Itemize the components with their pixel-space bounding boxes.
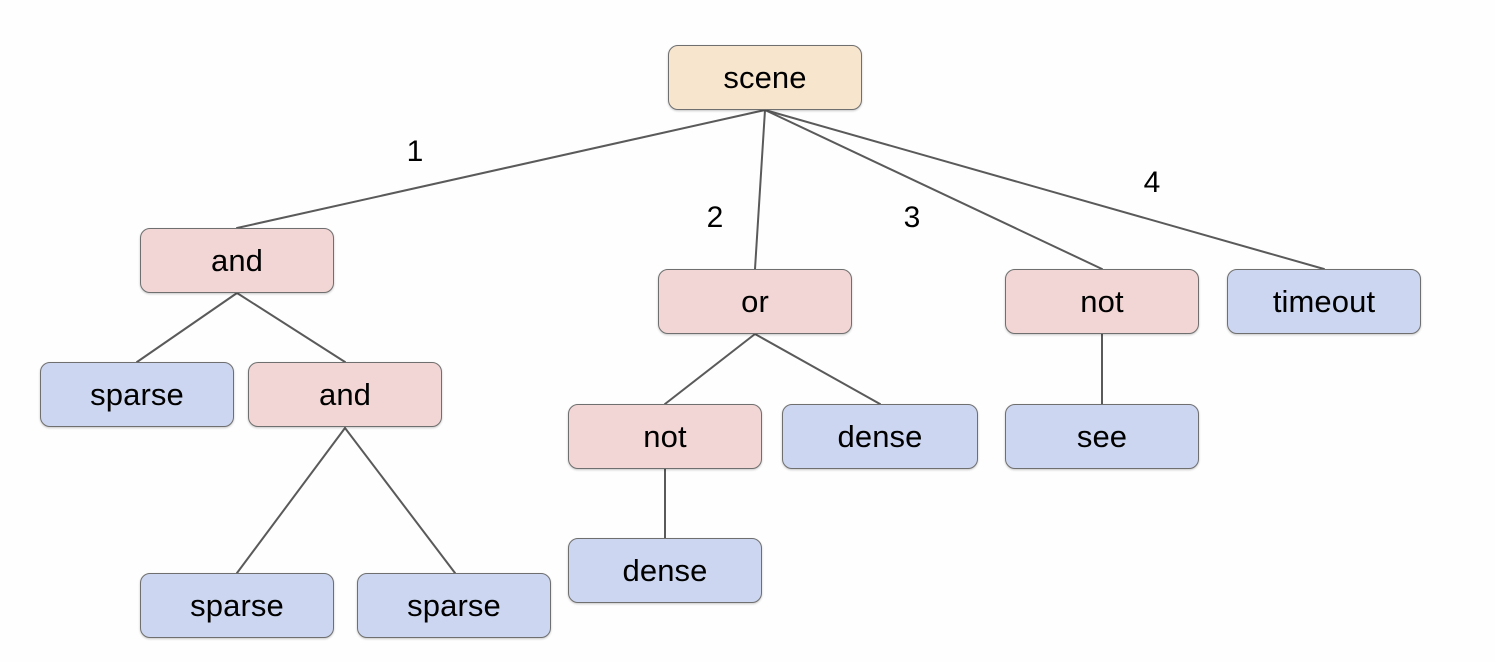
tree-node-sparse3[interactable]: sparse <box>357 573 551 638</box>
tree-node-label: timeout <box>1272 283 1376 319</box>
tree-edge-or1-to-not2 <box>664 333 756 405</box>
tree-node-label: not <box>1080 283 1124 319</box>
tree-node-label: sparse <box>90 376 184 412</box>
tree-node-label: not <box>643 418 687 454</box>
tree-node-not1[interactable]: not <box>1005 269 1199 334</box>
tree-edge-scene-to-or1 <box>754 109 766 270</box>
tree-edge-and2-to-sparse2 <box>236 427 346 574</box>
tree-node-timeout1[interactable]: timeout <box>1227 269 1421 334</box>
tree-node-dense2[interactable]: dense <box>568 538 762 603</box>
tree-edge-scene-to-timeout1 <box>764 109 1325 270</box>
tree-node-label: and <box>210 242 264 278</box>
tree-node-label: and <box>318 376 372 412</box>
tree-node-sparse2[interactable]: sparse <box>140 573 334 638</box>
tree-node-label: dense <box>622 552 708 588</box>
edge-label-4: 4 <box>1143 166 1161 199</box>
tree-node-label: sparse <box>190 587 284 623</box>
tree-node-sparse1[interactable]: sparse <box>40 362 234 427</box>
tree-node-and1[interactable]: and <box>140 228 334 293</box>
tree-node-see1[interactable]: see <box>1005 404 1199 469</box>
tree-edge-scene-to-not1 <box>764 109 1103 270</box>
edge-label-3: 3 <box>903 201 921 234</box>
tree-node-scene[interactable]: scene <box>668 45 862 110</box>
tree-node-dense1[interactable]: dense <box>782 404 978 469</box>
tree-node-or1[interactable]: or <box>658 269 852 334</box>
edge-label-2: 2 <box>706 201 724 234</box>
tree-node-label: or <box>741 283 769 319</box>
tree-edge-and2-to-sparse3 <box>344 427 456 574</box>
tree-edge-scene-to-and1 <box>236 109 766 229</box>
edge-label-1: 1 <box>406 135 424 168</box>
tree-edge-or1-to-dense1 <box>754 333 881 405</box>
tree-node-label: see <box>1076 418 1128 454</box>
tree-node-label: dense <box>837 418 923 454</box>
tree-node-not2[interactable]: not <box>568 404 762 469</box>
tree-node-label: scene <box>723 59 807 95</box>
tree-node-label: sparse <box>407 587 501 623</box>
tree-edge-and1-to-and2 <box>236 292 346 363</box>
tree-edge-and1-to-sparse1 <box>136 292 238 363</box>
tree-node-and2[interactable]: and <box>248 362 442 427</box>
